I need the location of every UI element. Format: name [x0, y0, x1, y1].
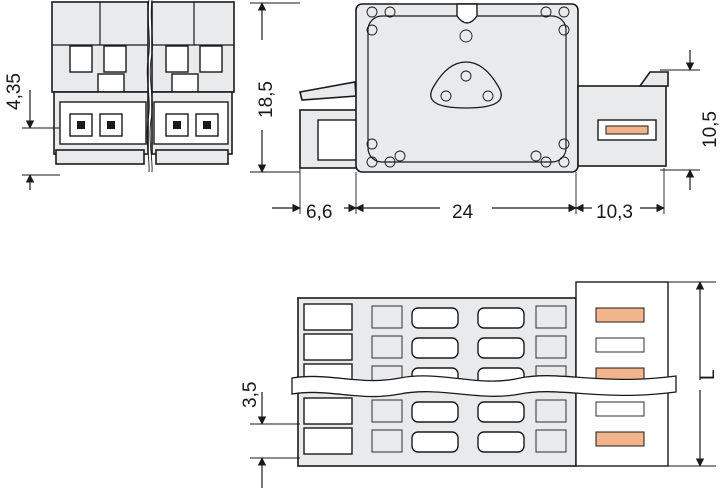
row-tab: [303, 333, 353, 361]
dim-L-label: L: [698, 369, 719, 380]
dim-10-3-label: 10,3: [596, 202, 633, 223]
dim-6-6-label: 6,6: [306, 202, 332, 223]
dim-3-5-label: 3,5: [240, 382, 261, 408]
dim-18-5-label: 18,5: [256, 81, 277, 118]
row-slot: [371, 335, 403, 359]
top-view: 3,5 L: [240, 281, 719, 488]
row-slot: [371, 429, 403, 453]
release-tab: [595, 431, 645, 447]
row-slot-right: [535, 399, 567, 423]
row-clip-right: [477, 337, 525, 359]
row-tab: [303, 427, 353, 455]
row-clip-left: [411, 337, 459, 359]
row-tab: [303, 397, 353, 425]
row-clip-left: [411, 431, 459, 453]
row-clip-right: [477, 307, 525, 329]
row-clip-left: [411, 401, 459, 423]
side-view: 18,5 10,5 6,6 24 10,3: [250, 2, 720, 223]
row-slot: [371, 305, 403, 329]
release-tab: [595, 307, 645, 323]
row-clip-left: [411, 307, 459, 329]
dim-4-35-label: 4,35: [4, 73, 25, 110]
dim-10-5-label: 10,5: [700, 111, 720, 148]
row-slot-right: [535, 335, 567, 359]
row-tab: [303, 303, 353, 331]
front-view: 4,35: [4, 0, 235, 190]
row-slot: [371, 399, 403, 423]
release-slot: [595, 337, 645, 353]
row-slot-right: [535, 429, 567, 453]
release-slot: [595, 401, 645, 417]
row-clip-right: [477, 431, 525, 453]
dim-24-label: 24: [452, 202, 474, 223]
row-clip-right: [477, 401, 525, 423]
row-slot-right: [535, 305, 567, 329]
